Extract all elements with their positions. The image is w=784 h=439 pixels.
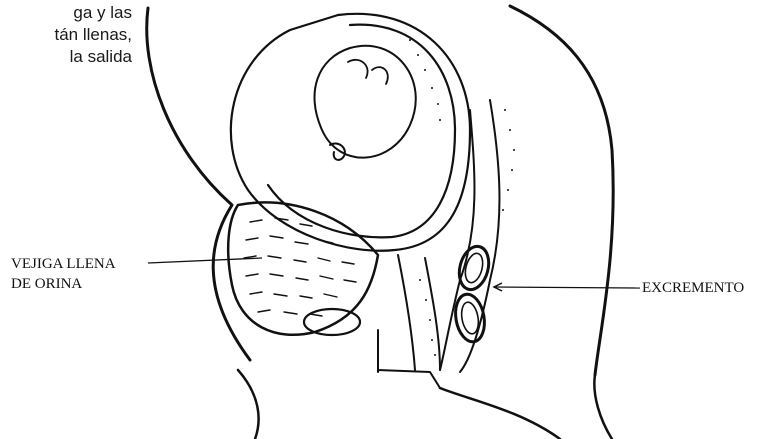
fetus-face-detail [348,60,388,84]
leg-outline-right [594,375,612,439]
stool-label: EXCREMENTO [642,278,744,298]
stool-mass-upper [455,243,493,293]
intro-text-fragment: ga y las tán llenas, la salida [0,2,132,68]
pubic-bone [304,309,360,335]
bladder-label-line-1: VEJIGA LLENA [11,254,116,274]
stool-leader-line [495,287,640,288]
bladder-leader-line [148,258,262,263]
label-leader-lines [148,258,640,291]
vaginal-canal [398,255,440,370]
stool-mass-lower [452,292,488,344]
uterus-outer-wall [231,14,470,251]
intro-line-3: la salida [0,46,132,68]
intro-line-2: tán llenas, [0,24,132,46]
bladder-label: VEJIGA LLENA DE ORINA [11,254,116,294]
stool-mass-upper-inner [462,251,485,284]
fetus-head [315,46,416,158]
leg-outline-mid [440,388,560,439]
leg-outline-left [238,370,259,439]
bladder-label-line-2: DE ORINA [11,274,116,294]
stool-mass-lower-inner [459,301,480,335]
front-body-outline [147,8,250,360]
intro-line-1: ga y las [0,2,132,24]
back-body-outline [510,6,613,375]
perineum-outline [378,330,440,388]
